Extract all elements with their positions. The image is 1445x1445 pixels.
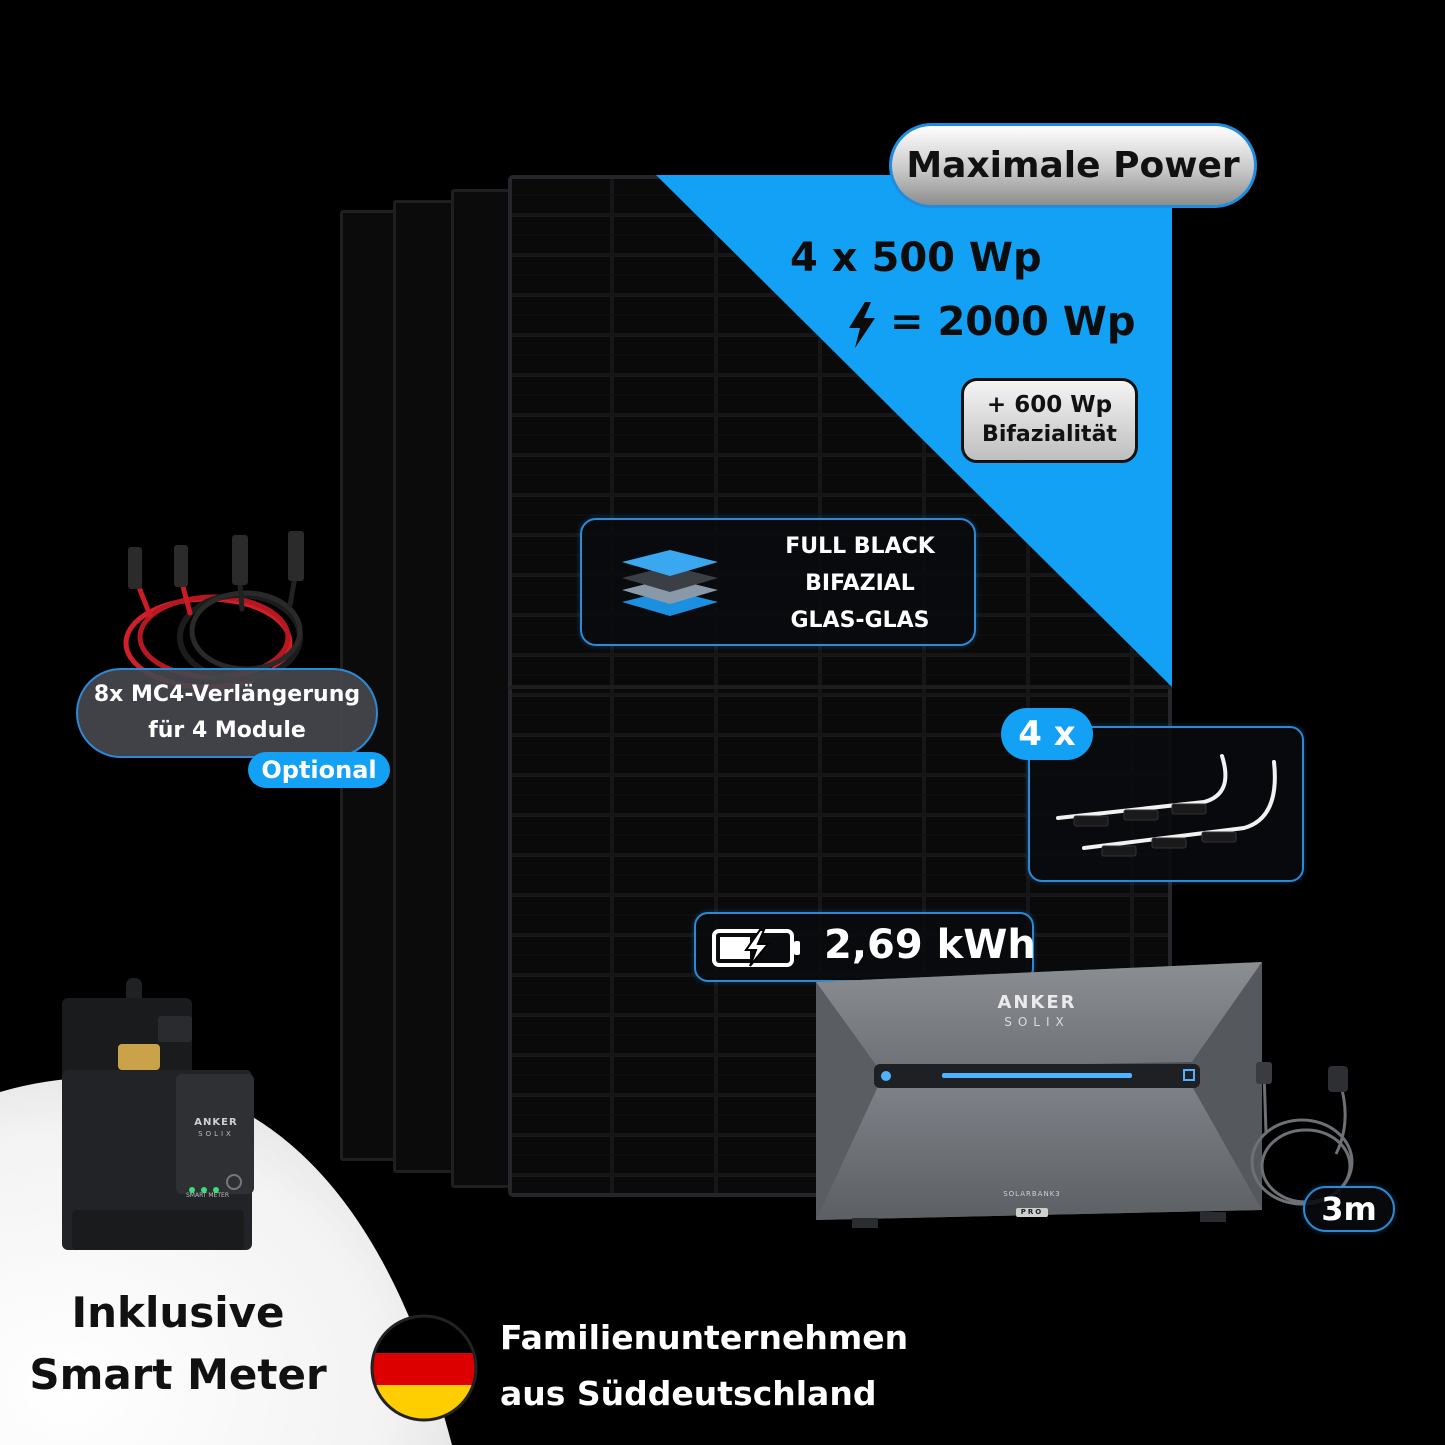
bifacial-badge: + 600 Wp Bifazialität bbox=[961, 378, 1138, 463]
mc4-cables-image bbox=[123, 531, 304, 690]
solarbank-brand-solix: SOLIX bbox=[1004, 1015, 1070, 1029]
mc4-line-2: für 4 Module bbox=[148, 718, 306, 743]
smart-meter-device: ANKER SOLIX SMART METER bbox=[58, 978, 258, 1263]
features-list: FULL BLACK BIFAZIAL GLAS-GLAS bbox=[772, 528, 948, 639]
features-box: FULL BLACK BIFAZIAL GLAS-GLAS bbox=[580, 518, 976, 646]
battery-capacity: 2,69 kWh bbox=[824, 922, 1036, 968]
bifacial-line-2: Bifazialität bbox=[982, 422, 1117, 448]
family-line-1: Familienunternehmen bbox=[500, 1318, 909, 1357]
solarbank-brand-anker: ANKER bbox=[997, 992, 1077, 1013]
smart-meter-brand-anker: ANKER bbox=[194, 1117, 238, 1128]
solarbank-model: SOLARBANK3 PRO bbox=[982, 1190, 1082, 1218]
cable-length-badge: 3m bbox=[1303, 1186, 1395, 1232]
bifacial-line-1: + 600 Wp bbox=[986, 392, 1113, 419]
smart-meter-brand-solix: SOLIX bbox=[198, 1130, 234, 1138]
feature-glas-glas: GLAS-GLAS bbox=[790, 608, 930, 633]
smart-meter-line-2: Smart Meter bbox=[29, 1350, 327, 1399]
mc4-badge: 8x MC4-Verlängerung für 4 Module bbox=[76, 668, 378, 758]
mc4-line-1: 8x MC4-Verlängerung bbox=[93, 682, 361, 707]
max-power-label: Maximale Power bbox=[906, 145, 1240, 186]
battery-capacity-badge: 2,69 kWh bbox=[694, 912, 1036, 982]
battery-charging-icon bbox=[712, 929, 800, 967]
feature-bifazial: BIFAZIAL bbox=[805, 571, 915, 596]
family-caption: Familienunternehmen aus Süddeutschland bbox=[500, 1310, 908, 1422]
max-power-badge: Maximale Power bbox=[889, 123, 1257, 208]
smart-meter-brand: ANKER SOLIX bbox=[180, 1116, 252, 1139]
family-line-2: aus Süddeutschland bbox=[500, 1374, 877, 1413]
solarbank-model-name: SOLARBANK3 bbox=[1003, 1190, 1061, 1198]
power-line-2: = 2000 Wp bbox=[890, 299, 1136, 345]
smart-meter-body bbox=[62, 978, 254, 1250]
lightning-icon bbox=[849, 302, 875, 348]
smart-meter-device-label: SMART METER bbox=[186, 1192, 229, 1199]
cable-length: 3m bbox=[1321, 1190, 1377, 1228]
smart-meter-caption: Inklusive Smart Meter bbox=[18, 1282, 338, 1406]
power-line-1: 4 x 500 Wp bbox=[790, 235, 1042, 281]
germany-flag-icon bbox=[370, 1314, 478, 1422]
mounting-cables-image bbox=[1056, 754, 1277, 857]
solarbank-body bbox=[816, 962, 1262, 1228]
feature-full-black: FULL BLACK bbox=[785, 534, 935, 559]
solarbank-device: ANKER SOLIX SOLARBANK3 PRO bbox=[812, 962, 1266, 1230]
solarbank-model-pro: PRO bbox=[1015, 1208, 1049, 1217]
optional-tag: Optional bbox=[248, 752, 390, 788]
layers-icon bbox=[622, 550, 718, 616]
smart-meter-line-1: Inklusive bbox=[71, 1288, 285, 1337]
solarbank-brand: ANKER SOLIX bbox=[962, 992, 1112, 1030]
mounts-count-badge: 4 x bbox=[1001, 708, 1093, 760]
